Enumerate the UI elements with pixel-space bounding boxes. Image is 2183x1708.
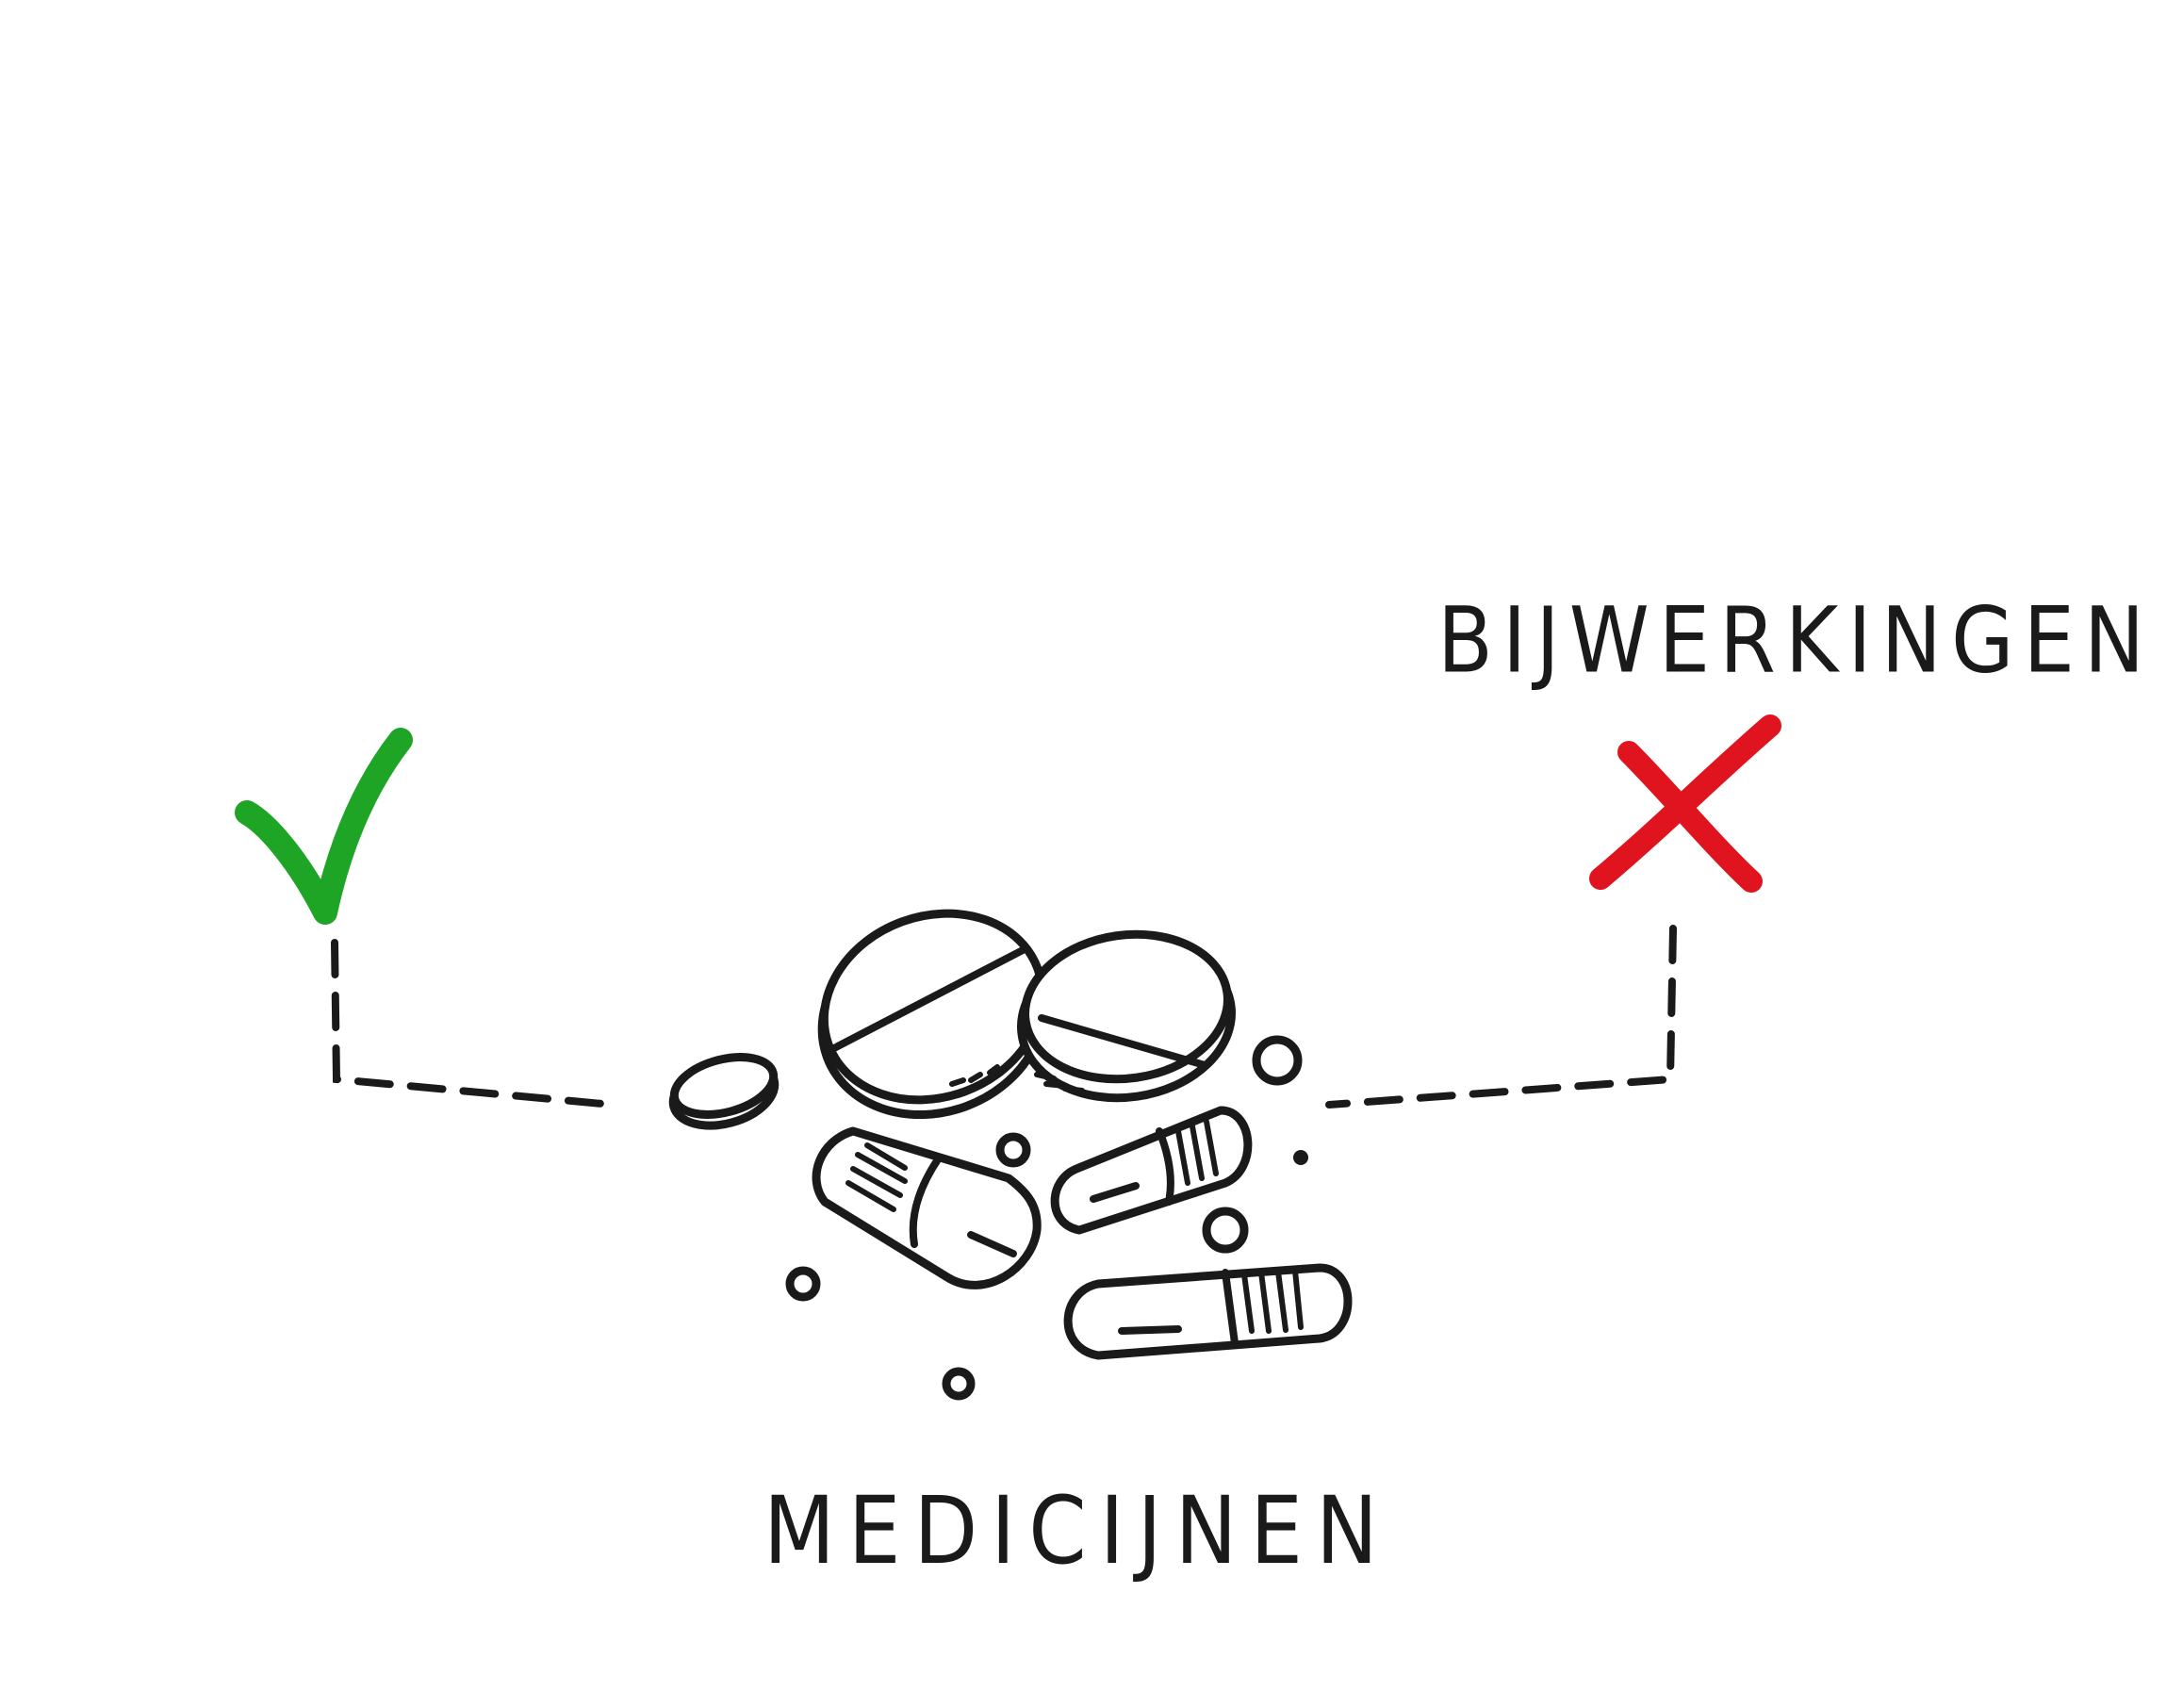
medicines-label: MEDICIJNEN bbox=[763, 1476, 1391, 1585]
side-effects-label: BIJWERKINGEN bbox=[1437, 588, 2155, 695]
check-mark-icon bbox=[235, 728, 413, 925]
round-tablet-medium bbox=[1017, 929, 1236, 1103]
capsule-diagonal bbox=[812, 1126, 1042, 1289]
pill-dot bbox=[995, 1132, 1031, 1168]
dashed-connector-right bbox=[1325, 925, 1677, 1109]
pill-dot bbox=[785, 1266, 821, 1302]
pill-dot bbox=[1293, 1150, 1308, 1165]
oval-tablet-small bbox=[668, 1053, 780, 1130]
pill-dot bbox=[1202, 1207, 1249, 1254]
pill-dot bbox=[1252, 1035, 1303, 1086]
capsule-bottom bbox=[1063, 1263, 1353, 1360]
pill-dot bbox=[942, 1367, 976, 1401]
capsule-upper-right bbox=[1050, 1106, 1253, 1235]
cross-mark-icon bbox=[1589, 714, 1781, 893]
pills-illustration bbox=[668, 909, 1353, 1401]
dashed-connector-left bbox=[331, 939, 616, 1109]
round-tablet-large bbox=[817, 909, 1049, 1120]
